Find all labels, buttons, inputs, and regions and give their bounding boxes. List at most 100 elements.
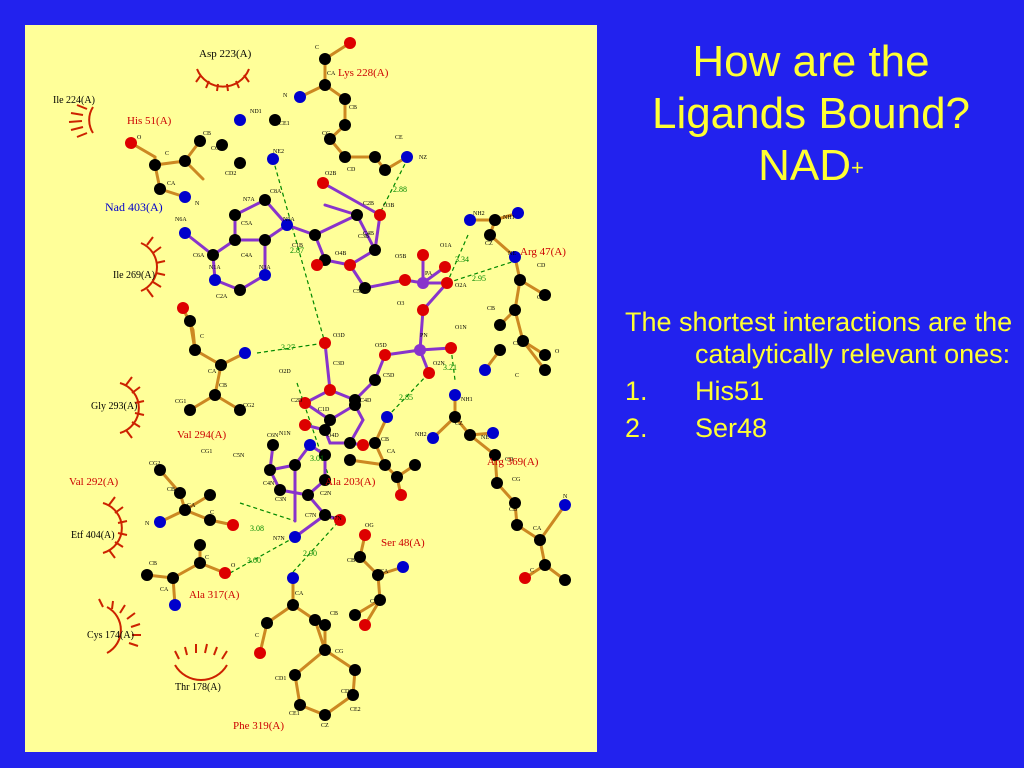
svg-text:O: O: [555, 349, 560, 355]
svg-text:N1N: N1N: [279, 431, 291, 437]
svg-text:CA: CA: [327, 71, 336, 77]
svg-text:O2B: O2B: [325, 171, 336, 177]
svg-text:CB: CB: [487, 306, 495, 312]
ligand-label: Nad 403(A): [105, 200, 163, 214]
hydrophobic-arc-gly293: [119, 376, 145, 439]
svg-text:NE: NE: [508, 251, 516, 257]
intro-text: The shortest interactions are the cataly…: [625, 307, 1013, 369]
svg-text:C5B: C5B: [353, 289, 364, 295]
distance-labels: 2.88 2.87 3.34 2.95 3.27 3.21 2.85 3.01 …: [247, 185, 486, 565]
atoms: [125, 37, 571, 721]
list-item: 1. His51: [625, 375, 1017, 407]
svg-text:CZ: CZ: [485, 241, 493, 247]
residue-label-phe319: Phe 319(A): [233, 720, 284, 732]
svg-text:C2D: C2D: [291, 398, 303, 404]
svg-text:NE: NE: [481, 435, 489, 441]
slide-body: The shortest interactions are the cataly…: [625, 306, 1017, 444]
svg-text:CD: CD: [505, 457, 514, 463]
svg-text:CA: CA: [295, 591, 304, 597]
svg-text:N7A: N7A: [243, 197, 255, 203]
residue-label-his51: His 51(A): [127, 115, 172, 127]
svg-text:C4B: C4B: [363, 231, 374, 237]
svg-text:NH2: NH2: [473, 211, 485, 217]
svg-text:CD2: CD2: [225, 171, 236, 177]
title-line: How are the: [692, 37, 930, 86]
residue-label-thr178: Thr 178(A): [175, 682, 221, 693]
svg-text:O3D: O3D: [333, 333, 345, 339]
svg-text:CA: CA: [208, 369, 217, 375]
svg-text:ND1: ND1: [250, 109, 262, 115]
residue-label-arg369: Arg 369(A): [487, 456, 539, 468]
list-text: Ser48: [695, 413, 768, 443]
title-text: NAD: [758, 141, 852, 190]
svg-text:CE1: CE1: [289, 711, 300, 717]
hydrophobic-arc-cys174: [98, 598, 141, 654]
svg-text:CG: CG: [211, 146, 220, 152]
residue-label-ser48: Ser 48(A): [381, 537, 425, 549]
residue-label-arg47: Arg 47(A): [520, 246, 566, 258]
svg-text:CB: CB: [203, 131, 211, 137]
residue-label-ala203: Ala 203(A): [325, 476, 376, 488]
svg-text:NZ: NZ: [419, 155, 427, 161]
svg-text:PA: PA: [425, 271, 433, 277]
svg-text:N9A: N9A: [283, 217, 295, 223]
distance-label: 2.90: [303, 549, 317, 558]
residue-label-ile269: Ile 269(A): [113, 270, 155, 281]
svg-text:C5N: C5N: [233, 453, 245, 459]
svg-text:NE2: NE2: [273, 149, 284, 155]
svg-text:N: N: [145, 521, 150, 527]
svg-text:CE: CE: [395, 135, 403, 141]
svg-text:C1B: C1B: [292, 243, 303, 249]
svg-text:CG2: CG2: [149, 461, 160, 467]
svg-text:N: N: [563, 494, 568, 500]
svg-text:C5D: C5D: [383, 373, 395, 379]
svg-text:O7N: O7N: [330, 516, 342, 522]
hydrophobic-arc-asp223: [195, 68, 250, 92]
svg-text:NH1: NH1: [461, 397, 473, 403]
atom-labels: C N CA CB CG CD CE NZ O C CB CA N ND1 CE…: [137, 45, 568, 729]
list-text: His51: [695, 376, 765, 406]
svg-text:CG1: CG1: [175, 399, 186, 405]
svg-text:C: C: [205, 555, 209, 561]
svg-text:N: N: [283, 93, 288, 99]
svg-text:CB: CB: [381, 437, 389, 443]
svg-text:O3B: O3B: [383, 203, 394, 209]
svg-text:CZ: CZ: [455, 421, 463, 427]
residue-label-cys174: Cys 174(A): [87, 630, 134, 641]
svg-text:CD2: CD2: [341, 689, 352, 695]
title-line: NAD+: [605, 140, 1017, 192]
hydrophobic-arc-etf404: [102, 496, 128, 559]
distance-label: 3.21: [443, 363, 457, 372]
svg-text:CD: CD: [537, 263, 546, 269]
svg-text:N1A: N1A: [209, 265, 221, 271]
distance-label: 2.85: [399, 393, 413, 402]
residue-label-lys228: Lys 228(A): [338, 67, 389, 79]
title-superscript: +: [851, 155, 864, 180]
svg-text:C6A: C6A: [193, 253, 205, 259]
distance-label: 3.27: [281, 343, 295, 352]
svg-text:CB: CB: [149, 561, 157, 567]
hydrogen-bonds: [229, 157, 519, 574]
svg-text:C: C: [255, 633, 259, 639]
residue-label-etf404: Etf 404(A): [71, 530, 115, 541]
svg-text:O2D: O2D: [279, 369, 291, 375]
list-number: 1.: [625, 376, 648, 406]
svg-text:C6N: C6N: [267, 433, 279, 439]
svg-text:CB: CB: [509, 507, 517, 513]
residue-label-ala317: Ala 317(A): [189, 589, 240, 601]
svg-text:O2A: O2A: [455, 283, 467, 289]
svg-text:C: C: [210, 510, 214, 516]
svg-text:CG1: CG1: [201, 449, 212, 455]
svg-text:CB: CB: [349, 105, 357, 111]
residue-label-val292: Val 292(A): [69, 476, 119, 488]
svg-text:CE2: CE2: [350, 707, 361, 713]
svg-text:N7N: N7N: [273, 536, 285, 542]
svg-text:O1A: O1A: [440, 243, 452, 249]
svg-text:C4N: C4N: [263, 481, 275, 487]
svg-text:O4D: O4D: [327, 433, 339, 439]
svg-text:NH2: NH2: [415, 432, 427, 438]
hydrophobic-arc-ile269: [140, 236, 166, 298]
distance-label: 2.87: [290, 246, 304, 255]
svg-text:C: C: [370, 599, 374, 605]
svg-text:C3N: C3N: [275, 497, 287, 503]
